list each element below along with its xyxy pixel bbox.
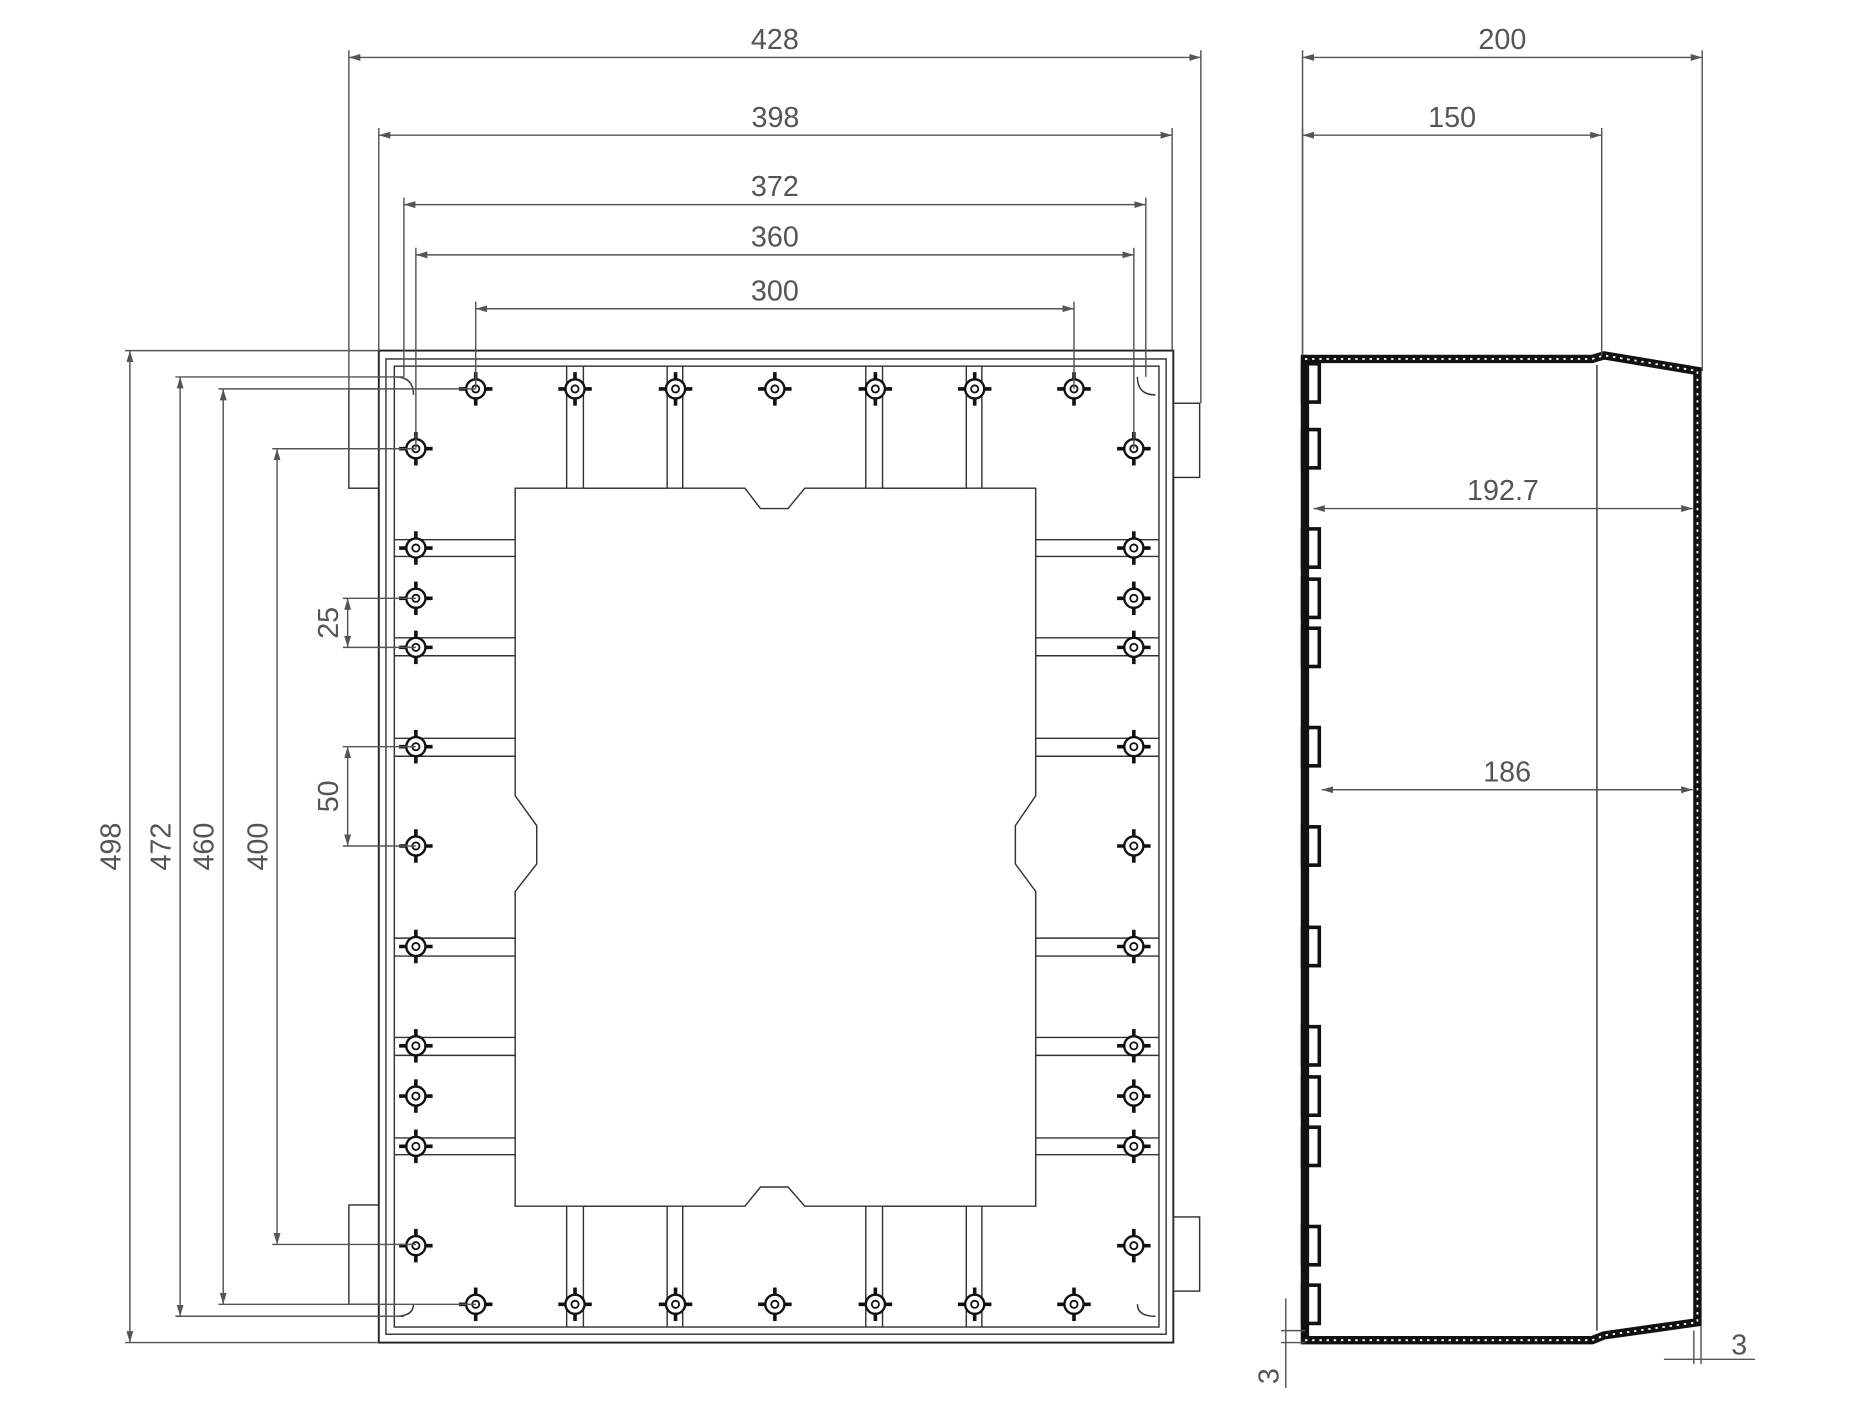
dim-wall-bottom-label: 3	[1254, 1368, 1286, 1384]
screw-boss-icon	[1117, 630, 1151, 665]
dim-height-460-label: 460	[189, 823, 221, 871]
dim-depth-200-label: 200	[1478, 24, 1526, 56]
dim-depth-186-label: 186	[1483, 756, 1531, 788]
dim-width-428-label: 428	[751, 24, 799, 56]
screw-boss-icon	[558, 372, 592, 406]
screw-boss-icon	[1117, 1129, 1151, 1164]
rib-line	[1136, 1304, 1156, 1317]
screw-boss-icon	[399, 929, 433, 964]
dim-width-398-label: 398	[752, 102, 800, 134]
side-hinge-block	[1300, 1224, 1322, 1267]
side-hinge-block	[1300, 427, 1322, 470]
screw-boss-icon	[658, 1287, 693, 1322]
dim-pitch-25-label: 25	[313, 607, 345, 639]
screw-boss-icon	[399, 531, 433, 565]
screw-boss-icon	[558, 1287, 592, 1322]
dim-pitch-50: 50	[313, 745, 416, 847]
side-hinge-block	[1300, 1075, 1322, 1118]
enclosure-inner-outline	[385, 358, 1167, 1335]
latch-top-right	[1172, 402, 1201, 479]
latch-bottom-right	[1172, 1216, 1201, 1292]
screw-boss-icon	[399, 1029, 433, 1063]
hinge-top-left	[348, 388, 380, 489]
side-hinge-block	[1300, 626, 1322, 669]
screw-boss-icon	[858, 372, 893, 406]
dim-width-360: 360	[415, 221, 1135, 449]
screw-boss-icon	[1117, 1228, 1151, 1263]
central-cavity-outline	[514, 487, 1037, 1207]
dim-width-300: 300	[474, 275, 1075, 389]
dim-depth-192-7: 192.7	[1313, 475, 1693, 512]
side-hinges	[1300, 361, 1322, 1326]
side-hinge-block	[1300, 925, 1322, 968]
dim-height-460: 460	[189, 388, 476, 1306]
dim-depth-200: 200	[1301, 24, 1703, 371]
dim-height-400: 400	[242, 448, 416, 1246]
screw-boss-icon	[1117, 1029, 1151, 1063]
mounting-ribs	[394, 366, 1159, 1328]
screw-boss-icon	[1117, 531, 1151, 565]
side-hinge-block	[1300, 725, 1322, 768]
dim-height-472: 472	[146, 376, 404, 1317]
side-view	[1300, 351, 1702, 1345]
screw-boss-icon	[758, 1287, 792, 1322]
dim-depth-150-label: 150	[1428, 102, 1476, 134]
screw-boss-icon	[399, 1228, 433, 1263]
screw-boss-icon	[399, 1129, 433, 1164]
dim-wall-bottom: 3	[1254, 1298, 1305, 1389]
side-hinge-block	[1300, 1283, 1322, 1326]
rib-line	[395, 376, 415, 395]
screw-boss-icon	[1117, 929, 1151, 964]
dim-width-398: 398	[378, 102, 1173, 351]
side-hinge-block	[1300, 1125, 1322, 1168]
screw-boss-icon	[957, 372, 992, 406]
hinge-bottom-left	[348, 1204, 380, 1306]
front-view	[348, 349, 1201, 1344]
dim-pitch-25: 25	[313, 597, 416, 649]
side-hinge-block	[1300, 1024, 1322, 1067]
dimensions: 428 398 372 360 300 498 472 460 400 25 50 200 150 192…	[95, 24, 1755, 1389]
rib-line	[1136, 376, 1156, 396]
screw-boss-icon	[758, 372, 792, 406]
dim-width-360-label: 360	[751, 221, 799, 253]
side-hinge-block	[1300, 577, 1322, 620]
screw-boss-icon	[1117, 581, 1151, 616]
dim-depth-150: 150	[1301, 102, 1603, 356]
screw-boss-icon	[858, 1287, 893, 1322]
dim-height-400-label: 400	[242, 823, 274, 871]
enclosure-rim	[393, 365, 1160, 1328]
dim-width-372: 372	[403, 171, 1147, 377]
dim-wall-side: 3	[1663, 1325, 1755, 1365]
side-hinge-block	[1300, 825, 1322, 867]
dim-wall-side-label: 3	[1731, 1330, 1747, 1362]
dim-width-428: 428	[348, 24, 1202, 404]
dim-height-498-label: 498	[95, 823, 127, 871]
side-hinge-block	[1300, 527, 1322, 569]
dim-width-372-label: 372	[751, 171, 799, 203]
mounting-screws	[399, 372, 1151, 1322]
side-hinge-block	[1300, 361, 1322, 404]
screw-boss-icon	[957, 1287, 992, 1322]
dim-height-472-label: 472	[146, 823, 178, 871]
dim-height-498: 498	[95, 349, 379, 1344]
enclosure-outer-outline	[377, 349, 1175, 1344]
screw-boss-icon	[1117, 729, 1151, 764]
dim-width-300-label: 300	[751, 275, 799, 307]
dim-pitch-50-label: 50	[313, 780, 345, 812]
dim-depth-186: 186	[1321, 756, 1693, 794]
screw-boss-icon	[1117, 1079, 1151, 1113]
screw-boss-icon	[1057, 1287, 1091, 1322]
screw-boss-icon	[658, 372, 693, 406]
dim-depth-192-7-label: 192.7	[1467, 475, 1539, 507]
side-profile-hatch	[1304, 354, 1699, 1342]
rib-line	[395, 1304, 415, 1317]
screw-boss-icon	[1117, 829, 1151, 863]
screw-boss-icon	[399, 1079, 433, 1113]
